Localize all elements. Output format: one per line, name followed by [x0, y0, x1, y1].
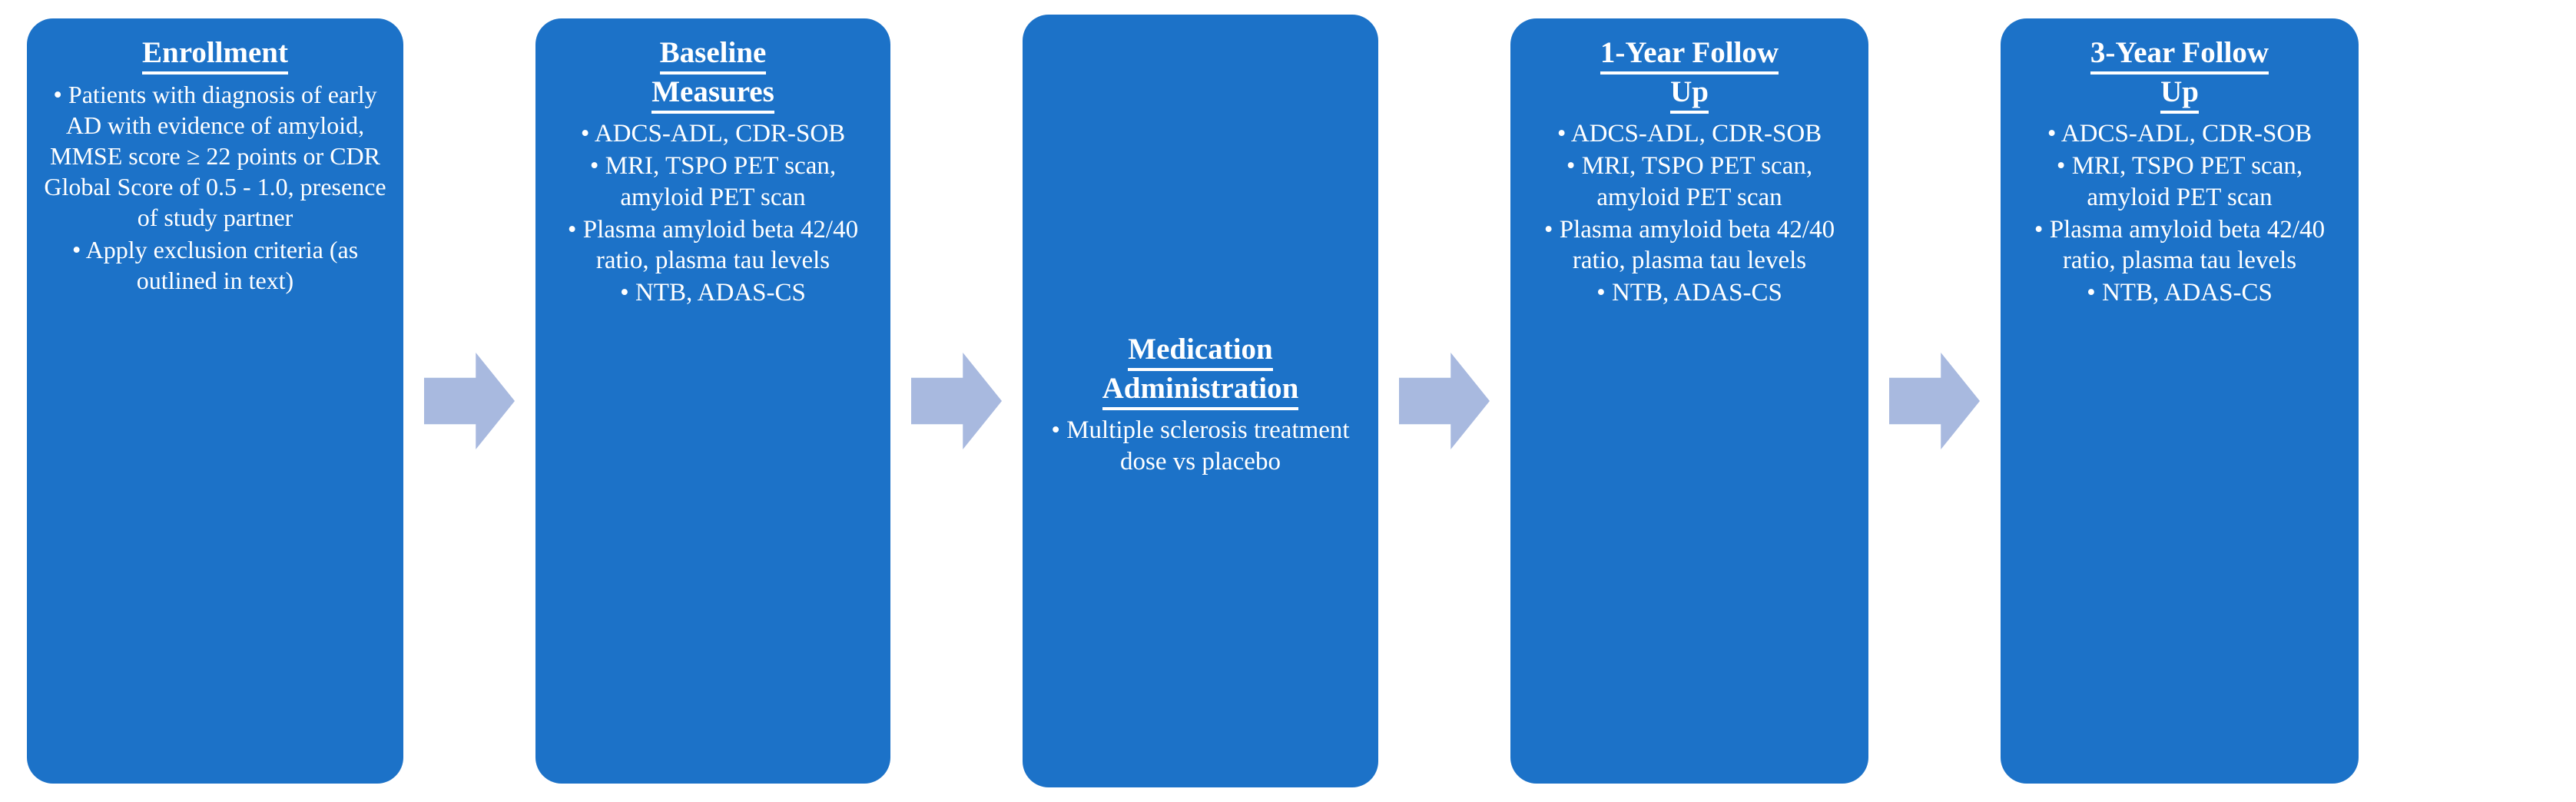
bullet-item: • Multiple sclerosis treatment dose vs p… [1035, 415, 1366, 478]
bullet-text: Plasma amyloid beta 42/40 ratio, plasma … [582, 215, 859, 275]
bullet-text: Apply exclusion criteria (as outlined in… [85, 236, 359, 295]
bullet-text: NTB, ADAS-CS [2101, 279, 2273, 307]
stage-title-line: Up [1670, 75, 1709, 114]
stage-title-line: Medication [1128, 332, 1273, 372]
bullet-text: Multiple sclerosis treatment dose vs pla… [1066, 416, 1350, 476]
connector-arrow-4-wrap [1868, 0, 2001, 802]
bullet-text: NTB, ADAS-CS [1611, 279, 1782, 307]
bullet-item: • NTB, ADAS-CS [1521, 277, 1858, 308]
bullet-text: Patients with diagnosis of early AD with… [44, 81, 386, 232]
bullet-dot: • [1543, 215, 1553, 244]
bullet-dot: • [53, 81, 62, 110]
bullet-item: • Apply exclusion criteria (as outlined … [39, 234, 391, 296]
stage-bullets-baseline-measures: • ADCS-ADL, CDR-SOB • MRI, TSPO PET scan… [546, 118, 880, 310]
bullet-text: MRI, TSPO PET scan, amyloid PET scan [605, 152, 837, 211]
stage-title-line: 3-Year Follow [2090, 35, 2269, 75]
stage-title-enrollment: Enrollment [39, 35, 391, 75]
stage-title-baseline-measures: Baseline Measures [546, 35, 880, 114]
stage-bullets-three-year-follow-up: • ADCS-ADL, CDR-SOB • MRI, TSPO PET scan… [2011, 118, 2348, 310]
stage-box-enrollment: Enrollment • Patients with diagnosis of … [27, 18, 403, 784]
stage-box-three-year-follow-up: 3-Year Follow Up • ADCS-ADL, CDR-SOB • M… [2001, 18, 2359, 784]
bullet-dot: • [2034, 215, 2044, 244]
bullet-item: • MRI, TSPO PET scan, amyloid PET scan [1521, 151, 1858, 213]
bullet-item: • MRI, TSPO PET scan, amyloid PET scan [2011, 151, 2348, 213]
stage-title-line: 1-Year Follow [1600, 35, 1779, 75]
stage-box-medication-administration: Medication Administration • Multiple scl… [1023, 15, 1378, 787]
connector-arrow-3-wrap [1378, 0, 1510, 802]
bullet-dot: • [620, 279, 629, 307]
bullet-text: ADCS-ADL, CDR-SOB [2060, 120, 2312, 148]
bullet-dot: • [1557, 120, 1566, 148]
bullet-dot: • [567, 215, 577, 244]
stage-title-line: Baseline [659, 35, 767, 75]
bullet-dot: • [71, 237, 81, 265]
right-arrow-icon [911, 353, 1002, 449]
stage-bullets-one-year-follow-up: • ADCS-ADL, CDR-SOB • MRI, TSPO PET scan… [1521, 118, 1858, 310]
stage-title-line: Up [2160, 75, 2199, 114]
bullet-dot: • [1051, 416, 1060, 445]
bullet-item: • Plasma amyloid beta 42/40 ratio, plasm… [1521, 214, 1858, 277]
bullet-item: • ADCS-ADL, CDR-SOB [1521, 118, 1858, 149]
stage-title-line: Enrollment [142, 35, 288, 75]
right-arrow-icon [1399, 353, 1490, 449]
stage-bullets-medication-administration: • Multiple sclerosis treatment dose vs p… [1035, 415, 1366, 479]
bullet-item: • NTB, ADAS-CS [546, 277, 880, 308]
bullet-dot: • [589, 152, 599, 181]
stage-box-one-year-follow-up: 1-Year Follow Up • ADCS-ADL, CDR-SOB • M… [1510, 18, 1868, 784]
bullet-dot: • [2047, 120, 2057, 148]
connector-arrow-1-wrap [403, 0, 535, 802]
connector-arrow-2-wrap [890, 0, 1023, 802]
bullet-item: • NTB, ADAS-CS [2011, 277, 2348, 308]
bullet-item: • MRI, TSPO PET scan, amyloid PET scan [546, 151, 880, 213]
bullet-text: MRI, TSPO PET scan, amyloid PET scan [1581, 152, 1813, 211]
bullet-dot: • [2087, 279, 2096, 307]
bullet-text: ADCS-ADL, CDR-SOB [1570, 120, 1822, 148]
stage-title-line: Administration [1102, 371, 1299, 411]
bullet-dot: • [580, 120, 590, 148]
stage-title-one-year-follow-up: 1-Year Follow Up [1521, 35, 1858, 114]
bullet-item: • Plasma amyloid beta 42/40 ratio, plasm… [546, 214, 880, 277]
bullet-item: • ADCS-ADL, CDR-SOB [2011, 118, 2348, 149]
bullet-text: NTB, ADAS-CS [635, 279, 806, 307]
bullet-text: Plasma amyloid beta 42/40 ratio, plasma … [2049, 215, 2326, 275]
stage-title-three-year-follow-up: 3-Year Follow Up [2011, 35, 2348, 114]
bullet-text: ADCS-ADL, CDR-SOB [594, 120, 846, 148]
bullet-dot: • [2056, 152, 2066, 181]
bullet-item: • ADCS-ADL, CDR-SOB [546, 118, 880, 149]
bullet-text: Plasma amyloid beta 42/40 ratio, plasma … [1559, 215, 1835, 275]
stage-title-line: Measures [651, 75, 774, 114]
stage-box-baseline-measures: Baseline Measures • ADCS-ADL, CDR-SOB • … [535, 18, 890, 784]
bullet-text: MRI, TSPO PET scan, amyloid PET scan [2071, 152, 2303, 211]
bullet-item: • Plasma amyloid beta 42/40 ratio, plasm… [2011, 214, 2348, 277]
right-arrow-icon [424, 353, 515, 449]
stage-bullets-enrollment: • Patients with diagnosis of early AD wi… [39, 79, 391, 297]
bullet-dot: • [1596, 279, 1606, 307]
stage-title-medication-administration: Medication Administration [1035, 332, 1366, 411]
bullet-item: • Patients with diagnosis of early AD wi… [39, 79, 391, 233]
right-arrow-icon [1889, 353, 1980, 449]
bullet-dot: • [1566, 152, 1576, 181]
